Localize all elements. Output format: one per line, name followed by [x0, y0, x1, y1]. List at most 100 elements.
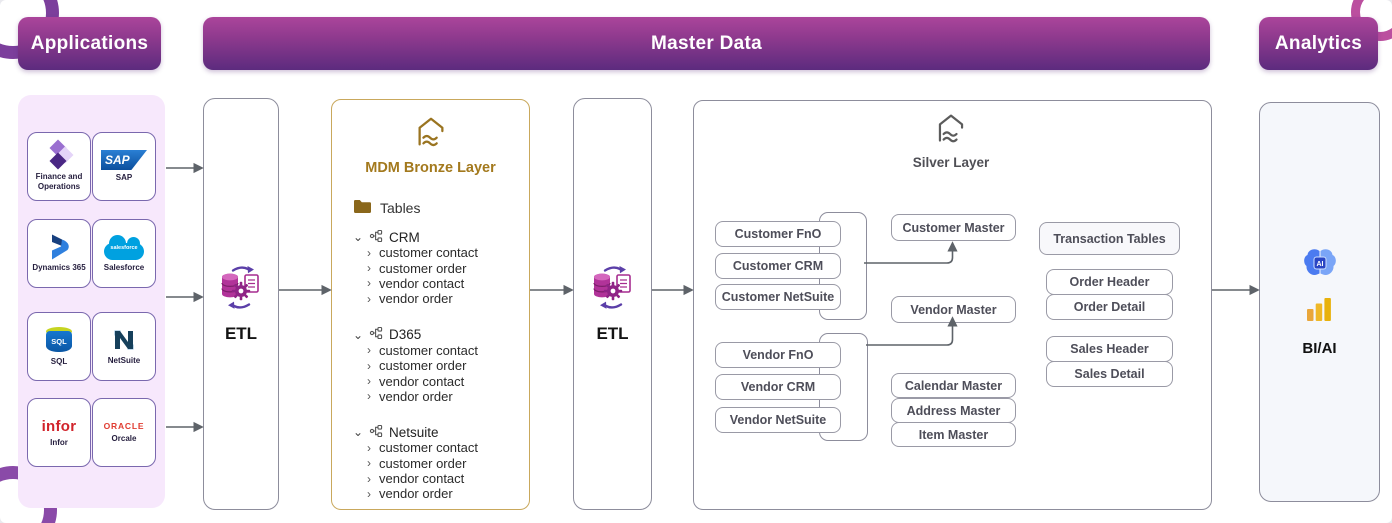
tree-group-label: D365 [389, 327, 422, 343]
tree-item: ›vendor contact [353, 373, 525, 389]
infor-logo: infor [41, 417, 77, 435]
silver-layer-title: Silver Layer [912, 155, 990, 170]
node-sales-header: Sales Header [1046, 336, 1173, 362]
tree-item: › customer contact [353, 245, 525, 260]
app-card-oracle: ORACLE Orcale [92, 398, 156, 467]
node-vendor-master: Vendor Master [891, 296, 1016, 323]
tables-root-node: Tables [353, 197, 525, 219]
sql-database-icon: SQL [46, 326, 72, 354]
tree-item-label: customer order [379, 358, 467, 374]
chevron-down-icon: ⌄ [353, 327, 364, 342]
app-label: Orcale [111, 434, 137, 443]
power-bi-icon [1306, 297, 1333, 327]
salesforce-icon: salesforce [104, 234, 144, 260]
tree-group-netsuite: ⌄ Netsuite [353, 424, 525, 440]
node-vendor-fno: Vendor FnO [715, 342, 841, 368]
tree-item-label: customer contact [379, 342, 478, 358]
app-label: Salesforce [103, 262, 145, 272]
etl-icon [590, 264, 636, 315]
chevron-right-icon: › [367, 261, 371, 276]
tree-item-label: customer contact [379, 440, 478, 456]
app-label: Infor [50, 437, 68, 447]
netsuite-icon [111, 327, 137, 353]
sql-logo-text: SQL [51, 336, 67, 346]
finance-operations-icon [45, 139, 74, 170]
app-card-netsuite: NetSuite [92, 312, 156, 381]
app-card-salesforce: salesforce Salesforce [92, 219, 156, 288]
node-order-header: Order Header [1046, 269, 1173, 295]
chevron-right-icon: › [367, 389, 371, 404]
chevron-right-icon: › [367, 291, 371, 306]
lakehouse-icon [409, 114, 453, 155]
tree-item-label: vendor contact [379, 373, 465, 389]
svg-text:AI: AI [1316, 261, 1323, 268]
app-card-infor: infor Infor [27, 398, 91, 467]
app-label: NetSuite [107, 356, 141, 365]
app-label: Finance and Operations [35, 172, 83, 191]
app-card-sql: SQL SQL [27, 312, 91, 381]
master-data-header: Master Data [203, 17, 1210, 70]
tree-item: › vendor contact [353, 471, 525, 486]
bronze-layer-title: MDM Bronze Layer [365, 160, 496, 176]
ai-brain-icon: AI [1302, 247, 1338, 284]
etl-label: ETL [596, 324, 629, 343]
chevron-right-icon: › [367, 245, 371, 260]
scenario-icon [369, 326, 383, 343]
dynamics-365-icon [47, 234, 71, 260]
node-sales-detail: Sales Detail [1046, 361, 1173, 387]
mdm-bronze-layer-box: MDM Bronze Layer Tables ⌄ CR [331, 99, 530, 510]
tree-item-label: vendor order [379, 486, 453, 502]
tree-item-label: customer contact [379, 245, 478, 261]
tree-item: › vendor order [353, 389, 525, 404]
chevron-right-icon: › [367, 486, 371, 501]
tree-item-label: vendor contact [379, 275, 465, 291]
tables-label: Tables [380, 200, 421, 216]
app-card-dynamics-365: Dynamics 365 [27, 219, 91, 288]
node-calendar-master: Calendar Master [891, 373, 1016, 398]
node-order-detail: Order Detail [1046, 294, 1173, 320]
chevron-down-icon: ⌄ [353, 230, 364, 244]
bi-ai-label: BI/AI [1302, 340, 1337, 357]
tree-item: › customer order [353, 358, 525, 373]
tree-item-label: vendor order [379, 388, 453, 404]
app-card-finance-operations: Finance and Operations [27, 132, 91, 201]
tree-item: › customer order [353, 456, 525, 471]
tree-item-label: vendor contact [379, 471, 465, 487]
sap-logo-text: SAP [105, 153, 130, 167]
node-customer-netsuite: Customer NetSuite [715, 284, 841, 310]
oracle-logo: ORACLE [103, 421, 145, 431]
etl-icon [218, 264, 264, 315]
node-customer-crm: Customer CRM [715, 253, 841, 279]
node-vendor-netsuite: Vendor NetSuite [715, 407, 841, 433]
folder-icon [353, 199, 372, 217]
app-card-sap: SAP SAP [92, 132, 156, 201]
node-customer-fno: Customer FnO [715, 221, 841, 247]
tree-group-label: Netsuite [389, 424, 439, 440]
app-label: Dynamics 365 [32, 263, 86, 272]
tree-group-label: CRM [389, 229, 420, 245]
tree-item: › vendor order [353, 486, 525, 501]
scenario-icon [369, 229, 383, 246]
node-address-master: Address Master [891, 398, 1016, 423]
chevron-right-icon: › [367, 358, 371, 373]
tree-item: › customer order [353, 260, 525, 276]
node-vendor-crm: Vendor CRM [715, 374, 841, 400]
tree-item: › customer contact [353, 440, 525, 455]
analytics-box: AI BI/AI [1259, 102, 1380, 502]
chevron-down-icon: ⌄ [353, 425, 364, 440]
node-item-master: Item Master [891, 422, 1016, 447]
chevron-right-icon: › [367, 456, 371, 471]
chevron-right-icon: › [367, 471, 371, 486]
app-label: SAP [115, 173, 133, 182]
tree-item-label: customer order [379, 260, 467, 276]
salesforce-logo-text: salesforce [110, 244, 138, 251]
sap-icon: SAP [101, 150, 147, 170]
chevron-right-icon: › [367, 276, 371, 291]
chevron-right-icon: › [367, 440, 371, 455]
etl-box-1: ETL [203, 98, 279, 510]
tree-item: › vendor contact [353, 276, 525, 291]
tree-item: ›vendor order [353, 291, 525, 306]
tree-item-label: customer order [379, 455, 467, 471]
analytics-header: Analytics [1259, 17, 1378, 70]
